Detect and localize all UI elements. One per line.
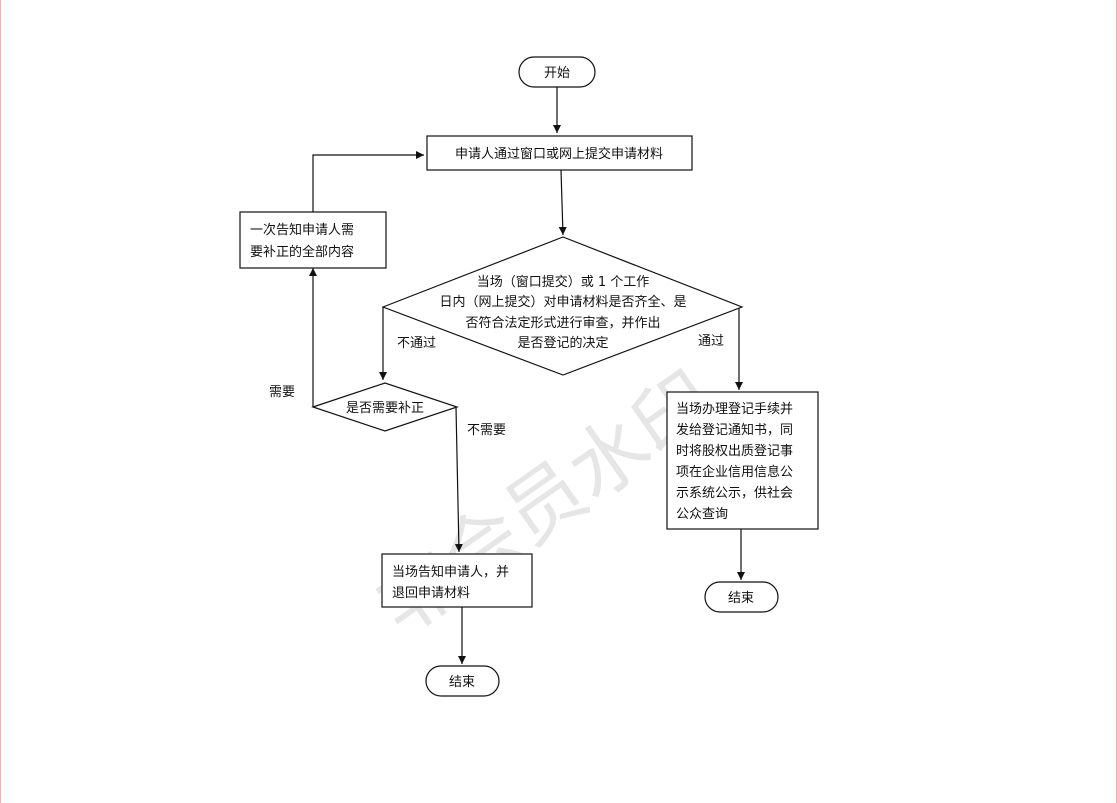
- register-line-6: 公众查询: [676, 507, 728, 522]
- end-terminal-right: 结束: [704, 581, 779, 613]
- edge-label-fail: 不通过: [397, 336, 436, 351]
- submit-label: 申请人通过窗口或网上提交申请材料: [455, 146, 663, 162]
- review-line-2: 日内（网上提交）对申请材料是否齐全、是: [439, 294, 686, 310]
- edge-label-not-needed: 不需要: [467, 423, 506, 438]
- register-process-box: 当场办理登记手续并 发给登记通知书，同 时将股权出质登记事 项在企业信用信息公 …: [666, 391, 819, 530]
- submit-process-box: 申请人通过窗口或网上提交申请材料: [426, 135, 693, 171]
- edge-submit-to-review: [558, 169, 567, 236]
- register-line-3: 时将股权出质登记事: [676, 443, 793, 459]
- need-correction-label: 是否需要补正: [346, 401, 424, 416]
- reject-line-1: 当场告知申请人，并: [392, 564, 509, 580]
- review-line-4: 是否登记的决定: [517, 335, 608, 351]
- reject-process-box: 当场告知申请人，并 退回申请材料: [381, 553, 533, 608]
- need-correction-diamond: 是否需要补正: [311, 382, 459, 432]
- edge-label-pass: 通过: [698, 334, 724, 349]
- register-line-1: 当场办理登记手续并: [676, 402, 793, 417]
- notify-line-1: 一次告知申请人需: [250, 222, 354, 238]
- start-terminal: 开始: [518, 56, 596, 88]
- notify-correction-box: 一次告知申请人需 要补正的全部内容: [239, 211, 387, 269]
- edge-label-needed: 需要: [269, 385, 295, 400]
- review-line-3: 否符合法定形式进行审查，并作出: [465, 315, 660, 331]
- end-right-label: 结束: [728, 591, 754, 606]
- edge-not-needed-to-reject: [454, 406, 463, 553]
- register-line-4: 项在企业信用信息公: [676, 464, 793, 480]
- review-line-1: 当场（窗口提交）或 1 个工作: [477, 274, 650, 290]
- register-line-5: 示系统公示，供社会: [676, 485, 793, 501]
- start-label: 开始: [544, 66, 570, 81]
- notify-line-2: 要补正的全部内容: [250, 244, 354, 260]
- register-line-2: 发给登记通知书，同: [676, 422, 793, 438]
- review-decision-diamond: 当场（窗口提交）或 1 个工作 日内（网上提交）对申请材料是否齐全、是 否符合法…: [381, 236, 744, 376]
- reject-line-2: 退回申请材料: [392, 586, 470, 601]
- edge-notify-to-submit: [312, 151, 424, 212]
- end-left-label: 结束: [449, 675, 475, 690]
- end-terminal-left: 结束: [425, 665, 500, 697]
